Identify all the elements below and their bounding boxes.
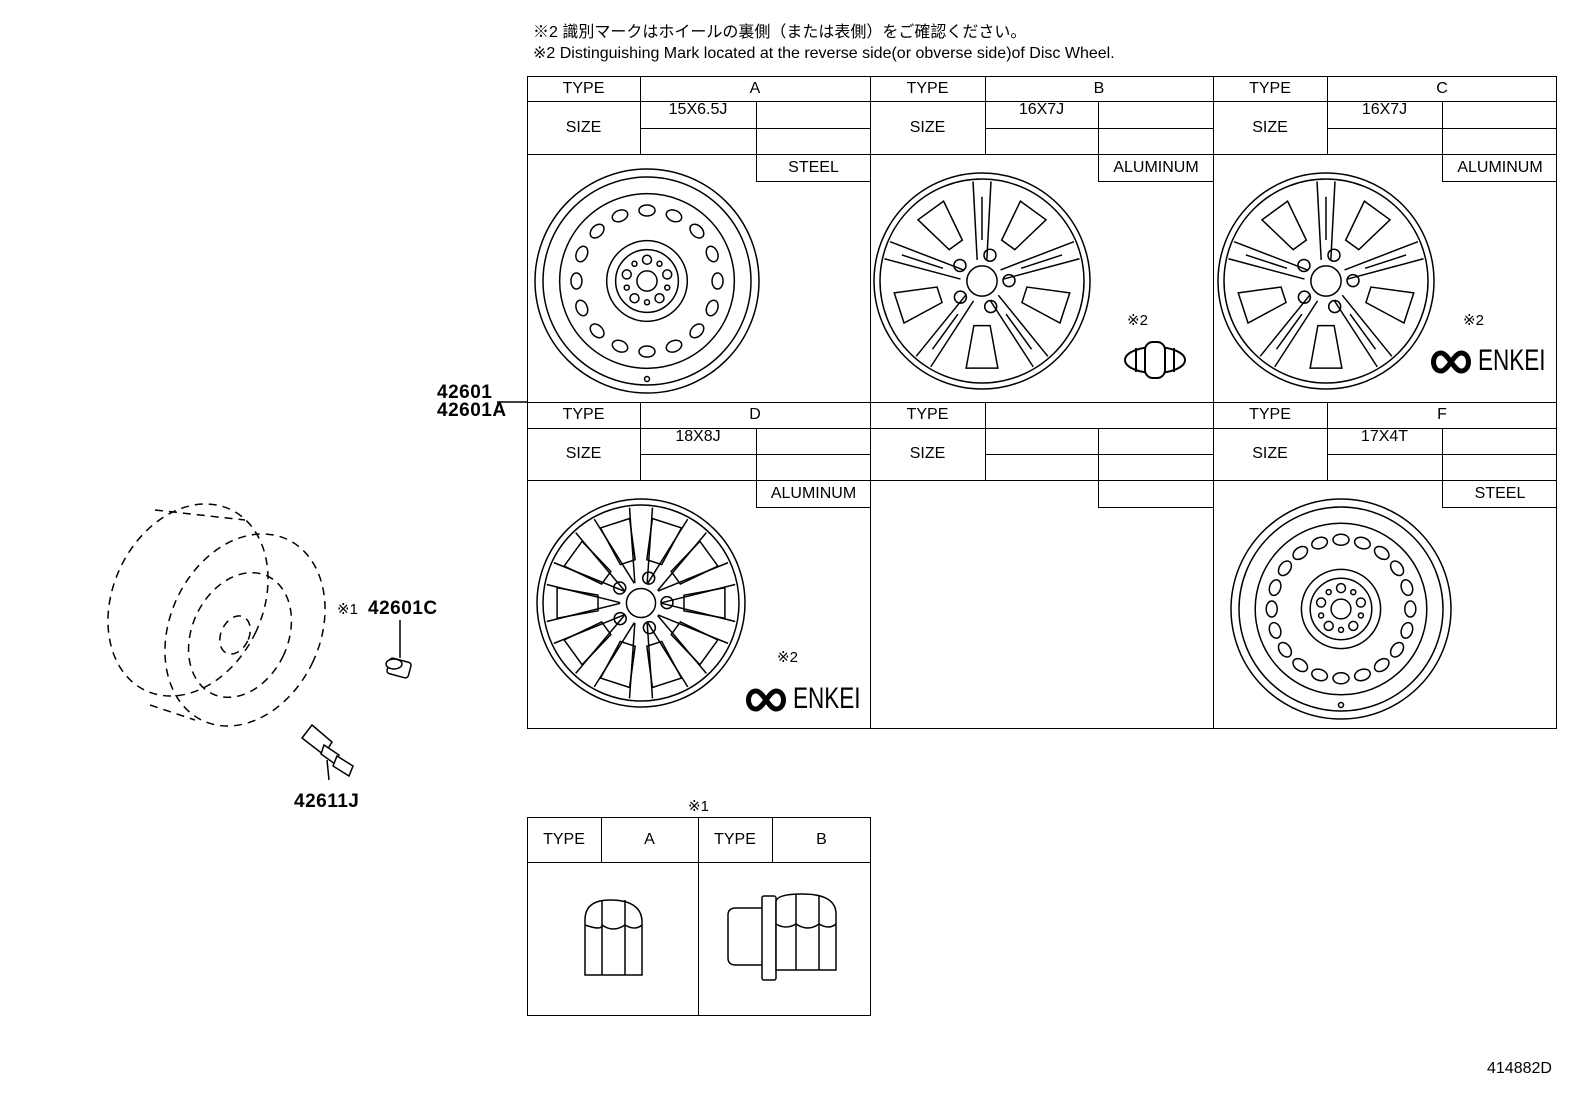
nut-type-b-label: TYPE: [714, 830, 756, 848]
lug-nut-b-icon: [727, 893, 837, 981]
type-b-material: ALUMINUM: [1098, 154, 1213, 182]
steel-wheel-a-icon: [534, 168, 760, 394]
enkei-logo-icon: [1431, 350, 1471, 374]
part-number-42601: 42601: [437, 382, 493, 403]
steel-wheel-f-icon: [1230, 498, 1452, 720]
type-f-material: STEEL: [1442, 480, 1557, 508]
type-a-value: A: [749, 79, 761, 97]
leader-line: [497, 401, 527, 403]
type-d-brand: ENKEI: [793, 682, 861, 715]
type-f-value: F: [1437, 406, 1447, 423]
type-d-type-label: TYPE: [562, 406, 605, 423]
cap-prefix-mark: ※1: [337, 601, 358, 618]
type-c-material: ALUMINUM: [1442, 154, 1557, 182]
type-e-size-label: SIZE: [909, 445, 946, 462]
type-c-size-value: 16X7J: [1361, 101, 1408, 118]
nut-type-a-value: A: [644, 830, 655, 848]
part-number-42601c: 42601C: [368, 598, 438, 619]
type-f-type-label: TYPE: [1249, 406, 1291, 423]
type-a-size-label: SIZE: [565, 118, 602, 136]
type-a-type-label: TYPE: [562, 79, 605, 97]
nut-type-b-value: B: [816, 830, 827, 848]
note-japanese: ※2 識別マークはホイールの裏側（または表側）をご確認ください。: [533, 24, 1027, 41]
diagram-id: 414882D: [1487, 1060, 1552, 1077]
lug-nut-a-icon: [584, 899, 643, 976]
type-a-size-value: 15X6.5J: [668, 101, 728, 118]
type-d-size-value: 18X8J: [675, 428, 721, 445]
type-f-size-value: 17X4T: [1360, 428, 1409, 445]
alloy-wheel-c-icon: [1217, 172, 1435, 390]
type-c-mark: ※2: [1463, 312, 1484, 329]
note-english: ※2 Distinguishing Mark located at the re…: [533, 45, 1115, 62]
type-d-size-label: SIZE: [565, 445, 602, 462]
type-f-size-label: SIZE: [1252, 445, 1288, 462]
type-b-size-value: 16X7J: [1018, 101, 1065, 118]
part-number-42611j: 42611J: [294, 791, 360, 812]
type-e-type-label: TYPE: [906, 406, 949, 423]
type-c-brand: ENKEI: [1478, 344, 1546, 377]
type-e-material: [1098, 480, 1213, 508]
type-b-value: B: [1093, 79, 1105, 97]
nut-table-mark: ※1: [688, 798, 709, 815]
type-b-type-label: TYPE: [906, 79, 949, 97]
type-c-type-label: TYPE: [1249, 79, 1291, 97]
wheel-assembly-icon: [107, 503, 326, 727]
valve-stem-icon: [300, 723, 354, 781]
type-a-material: STEEL: [756, 154, 870, 182]
type-d-mark: ※2: [777, 649, 798, 666]
type-c-value: C: [1436, 79, 1448, 97]
type-d-material: ALUMINUM: [756, 480, 870, 508]
nut-type-a-label: TYPE: [543, 830, 585, 848]
alloy-wheel-b-icon: [873, 172, 1091, 390]
alloy-wheel-d-icon: [536, 498, 746, 708]
wheel-cap-icon: [385, 620, 412, 679]
type-b-mark: ※2: [1127, 312, 1148, 329]
enkei-logo-icon: [746, 688, 786, 712]
type-d-value: D: [749, 406, 761, 423]
distinguishing-mark-icon: [1124, 341, 1186, 379]
type-c-size-label: SIZE: [1252, 118, 1288, 136]
type-b-size-label: SIZE: [909, 118, 946, 136]
nut-table-frame: [527, 817, 871, 1016]
part-number-42601a: 42601A: [437, 400, 507, 421]
